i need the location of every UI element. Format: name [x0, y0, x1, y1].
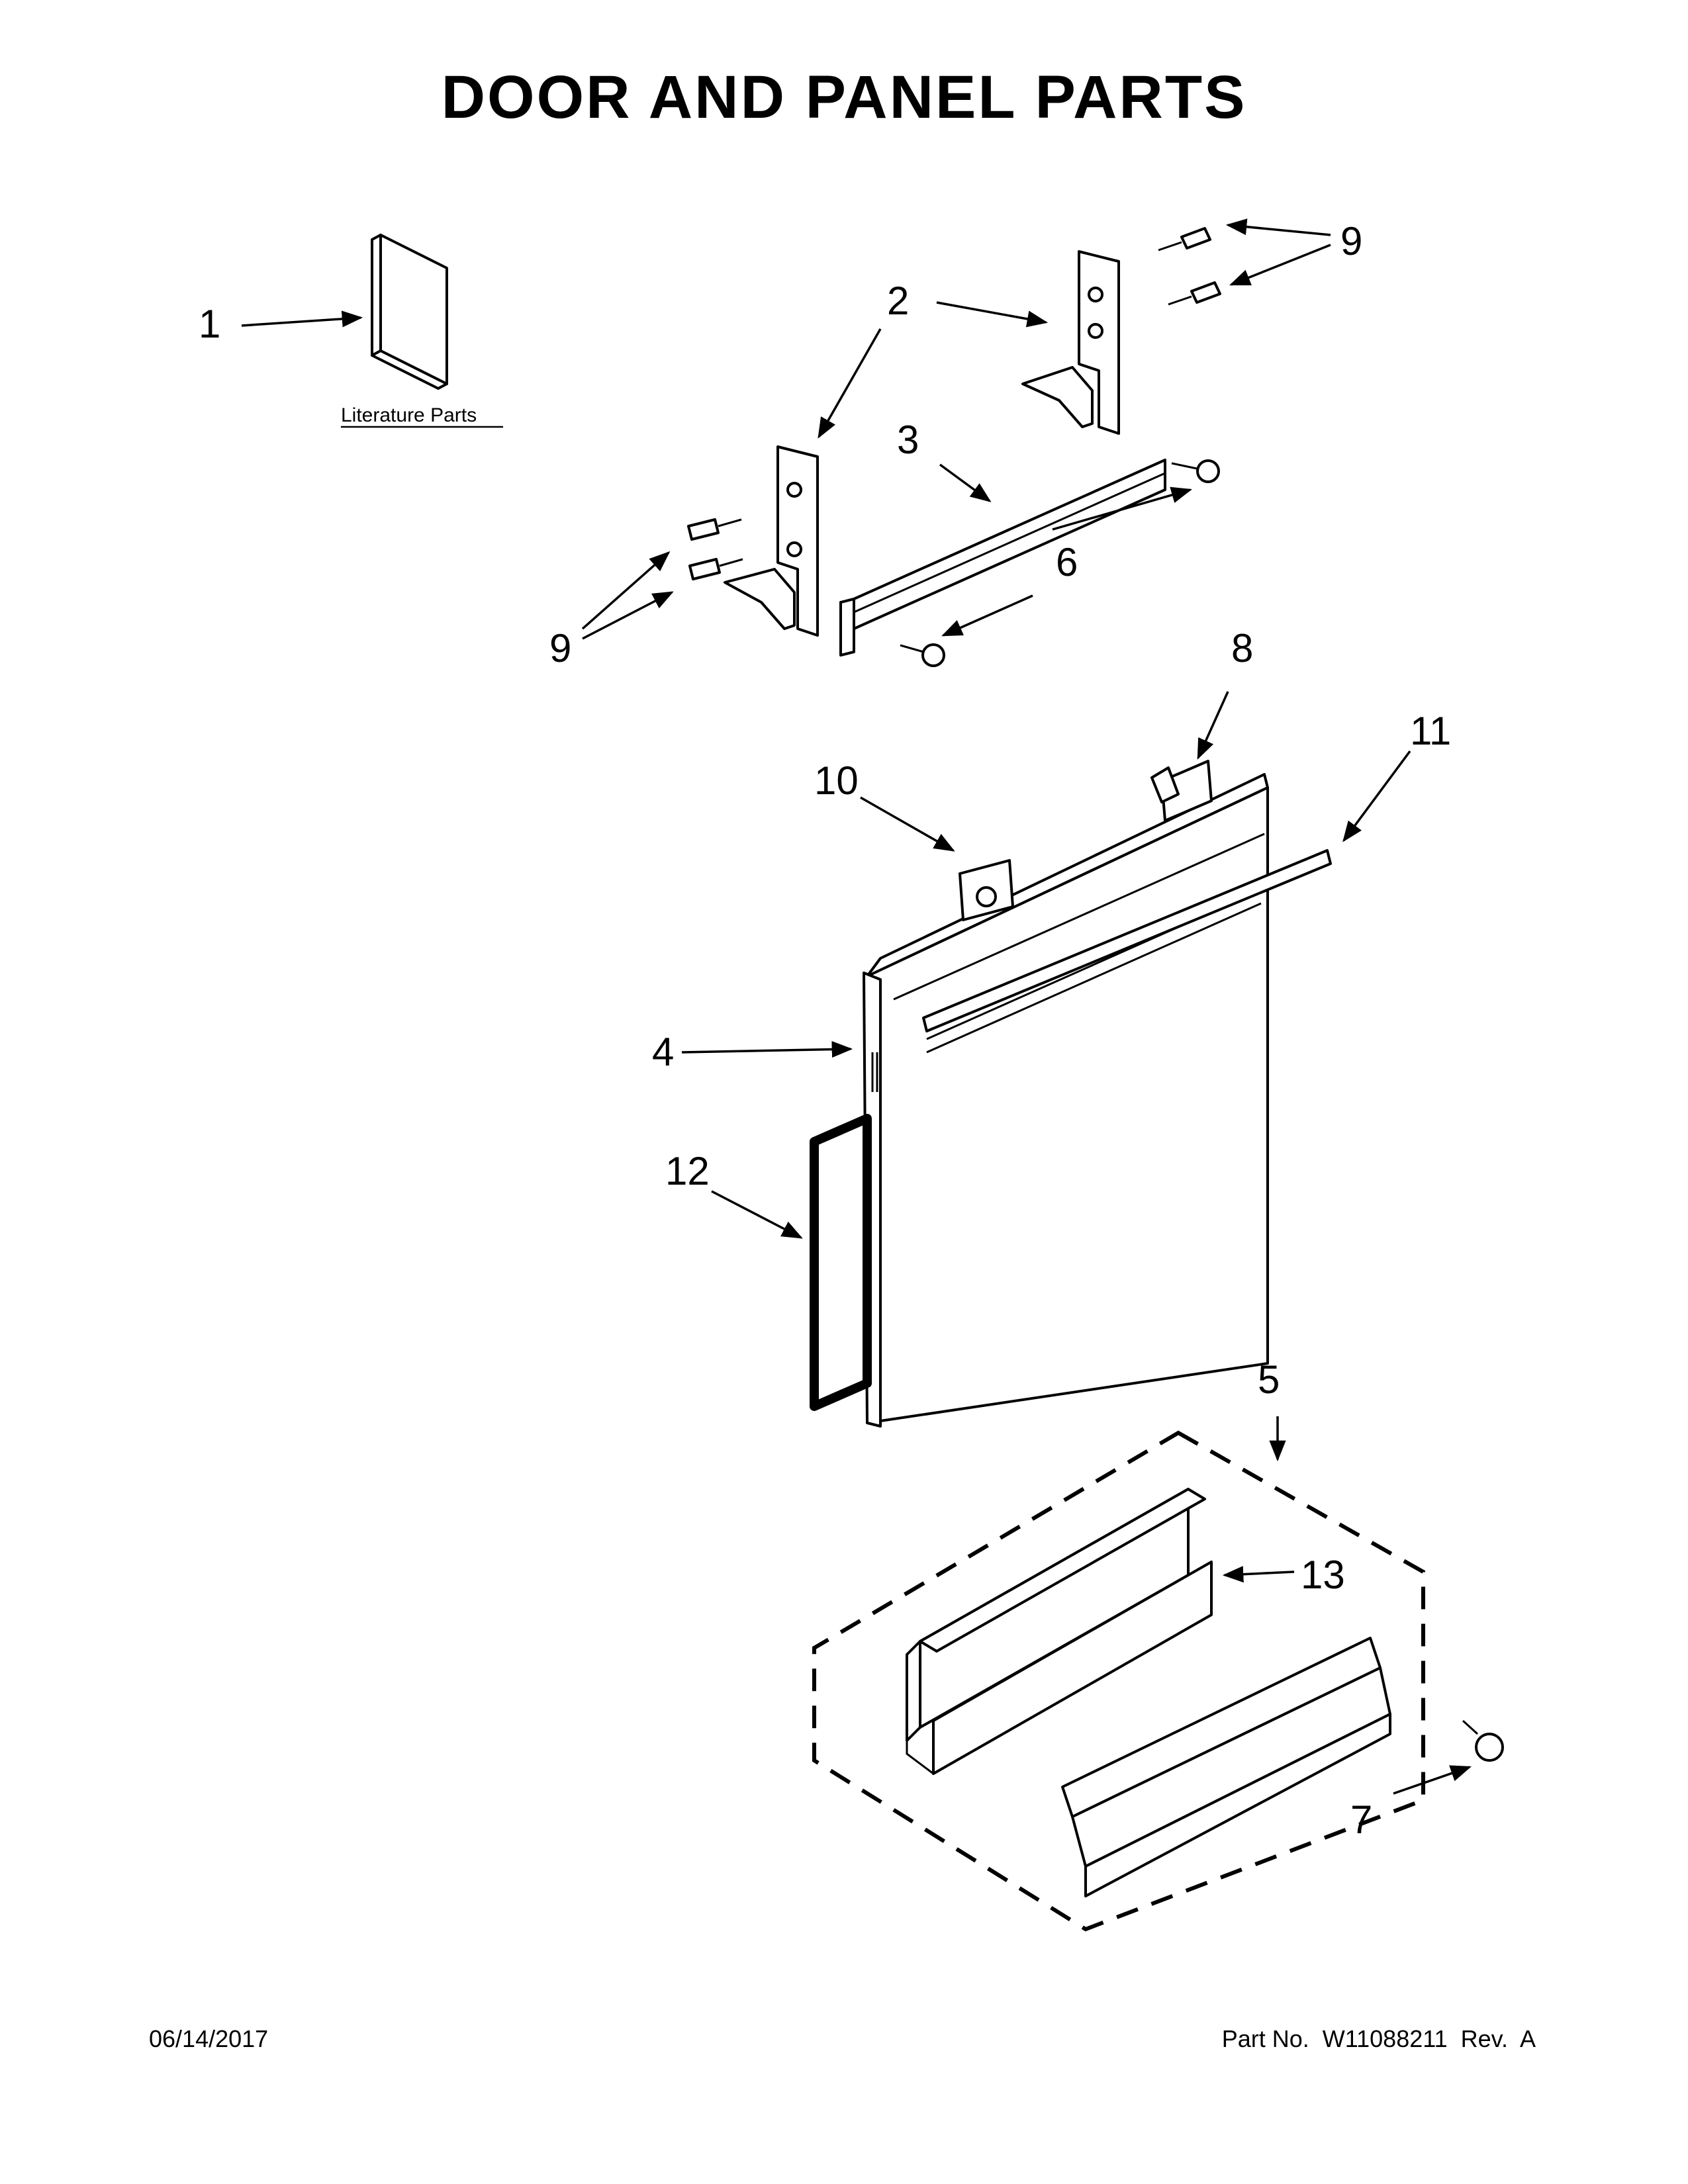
callout-10: 10	[814, 758, 859, 803]
leader-9-lower-right	[1229, 244, 1331, 286]
leader-10	[860, 796, 955, 852]
leader-7	[1393, 1765, 1472, 1795]
callout-3: 3	[897, 418, 919, 462]
callout-9-right: 9	[1340, 219, 1362, 263]
page-title: DOOR AND PANEL PARTS	[441, 64, 1247, 131]
screw-upper-right	[1158, 227, 1211, 251]
screw-lower-right	[1168, 281, 1221, 306]
screw-bar-left	[900, 643, 945, 667]
leader-9-upper-right	[1225, 218, 1331, 236]
leader-12	[711, 1190, 803, 1239]
leader-4	[681, 1040, 853, 1058]
callout-4: 4	[652, 1030, 674, 1074]
door-panel	[863, 773, 1269, 1428]
leader-3	[939, 463, 992, 502]
leader-2-left	[818, 328, 882, 439]
callout-6: 6	[1056, 540, 1078, 584]
screw-upper-left	[687, 518, 742, 541]
literature-part	[371, 234, 448, 390]
callout-2: 2	[887, 279, 909, 323]
leader-6-lower	[941, 594, 1033, 637]
leader-9-upper-left	[581, 551, 671, 630]
trim-strip	[922, 849, 1332, 1032]
callout-12: 12	[665, 1149, 710, 1193]
footer-date: 06/14/2017	[149, 2025, 269, 2052]
leader-8	[1197, 691, 1229, 760]
screw-lower-left	[688, 558, 743, 580]
support-bar	[839, 459, 1166, 657]
leader-9-lower-left	[582, 591, 674, 640]
screw-kick-plate	[1462, 1719, 1504, 1762]
leader-1	[241, 310, 363, 328]
kit-outline	[812, 1430, 1425, 1932]
callout-11: 11	[1410, 709, 1451, 753]
leader-2-right	[936, 301, 1049, 328]
leader-11	[1342, 750, 1411, 842]
screw-bar-right	[1171, 459, 1220, 483]
gasket	[810, 1114, 872, 1411]
leader-13	[1222, 1566, 1295, 1583]
left-bracket	[724, 445, 819, 637]
hinge	[959, 859, 1014, 921]
literature-parts-label: Literature Parts	[341, 404, 477, 426]
callout-1: 1	[199, 302, 220, 346]
callout-8: 8	[1231, 626, 1253, 670]
callout-7: 7	[1350, 1797, 1372, 1842]
leader-6-upper	[1052, 486, 1193, 531]
footer-part-number: Part No. W11088211 Rev. A	[1221, 2025, 1536, 2052]
callout-5: 5	[1258, 1357, 1280, 1402]
kick-plate	[1061, 1637, 1391, 1897]
callout-13: 13	[1301, 1553, 1345, 1597]
right-bracket	[1021, 250, 1120, 435]
callout-9-left: 9	[549, 626, 571, 670]
toe-panel	[906, 1488, 1213, 1775]
latch	[1150, 760, 1213, 822]
